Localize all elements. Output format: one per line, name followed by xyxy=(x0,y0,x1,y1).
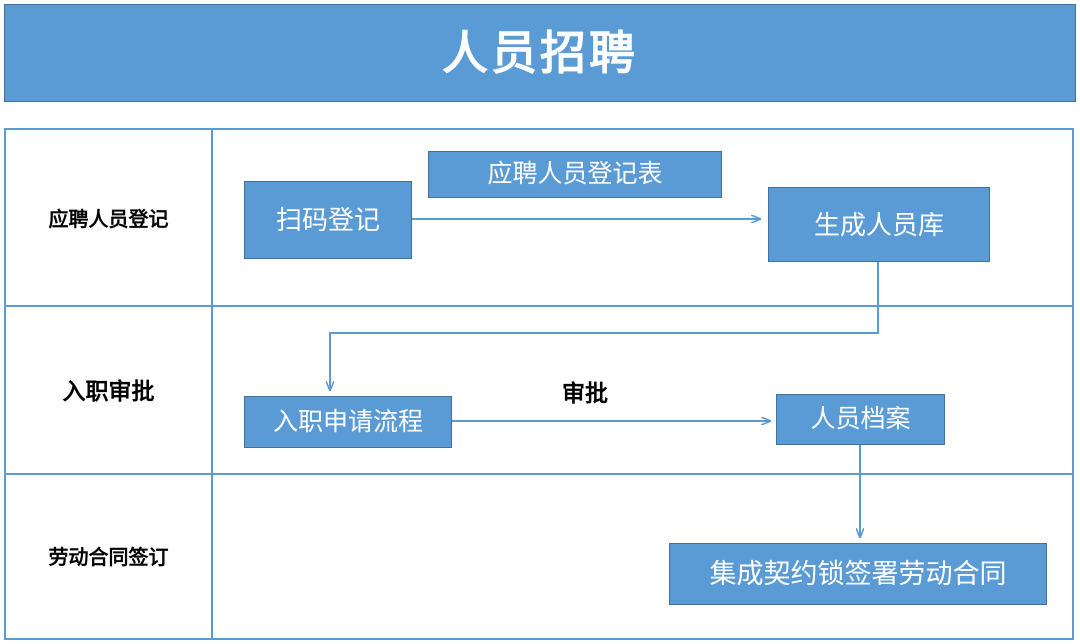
node-label: 生成人员库 xyxy=(813,209,944,240)
page-title: 人员招聘 xyxy=(442,27,638,79)
header-banner: 人员招聘 xyxy=(4,4,1076,102)
node-label: 应聘人员登记表 xyxy=(487,160,663,188)
node-generate-pool[interactable]: 生成人员库 xyxy=(768,187,990,262)
node-label: 扫码登记 xyxy=(275,205,380,235)
node-personnel-file[interactable]: 人员档案 xyxy=(776,394,945,445)
row-label-application: 应聘人员登记 xyxy=(6,130,211,305)
row-divider-2 xyxy=(6,473,1072,475)
node-label: 人员档案 xyxy=(810,405,911,433)
column-divider xyxy=(211,130,213,638)
node-scan-register[interactable]: 扫码登记 xyxy=(244,181,412,259)
node-label: 集成契约锁签署劳动合同 xyxy=(709,558,1007,589)
annotation-approval: 审批 xyxy=(562,374,608,408)
annotation-text: 审批 xyxy=(562,380,608,406)
row-label-text: 入职审批 xyxy=(62,378,155,404)
node-sign-contract[interactable]: 集成契约锁签署劳动合同 xyxy=(669,543,1047,605)
node-applicant-form[interactable]: 应聘人员登记表 xyxy=(428,151,722,198)
node-label: 入职申请流程 xyxy=(272,407,423,436)
row-label-approval: 入职审批 xyxy=(6,305,211,473)
row-label-text: 应聘人员登记 xyxy=(48,209,169,231)
node-onboard-flow[interactable]: 入职申请流程 xyxy=(244,396,452,448)
row-label-contract: 劳动合同签订 xyxy=(6,473,211,638)
row-label-text: 劳动合同签订 xyxy=(48,547,169,569)
